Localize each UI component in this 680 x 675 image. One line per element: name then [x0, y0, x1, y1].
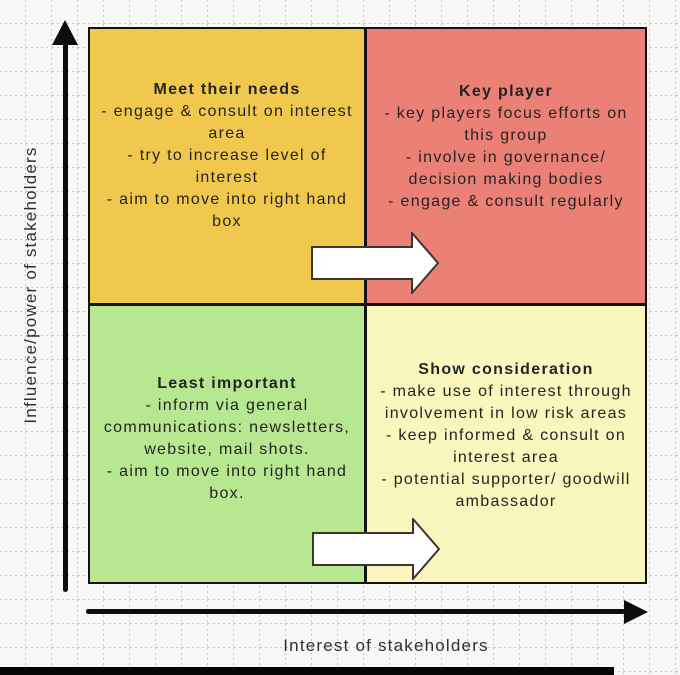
quadrant-meet-their-needs: Meet their needs - engage & consult on i… [90, 29, 364, 303]
quadrant-title: Key player [459, 83, 553, 100]
bullet-line: - engage & consult on interest area [101, 103, 353, 142]
bullet-line: - inform via general communications: new… [103, 397, 351, 458]
y-axis-line [63, 38, 68, 592]
quadrant-matrix: Meet their needs - engage & consult on i… [88, 27, 647, 584]
bullet-line: - key players focus efforts on this grou… [384, 105, 628, 144]
bullet-line: - make use of interest through involveme… [380, 383, 632, 422]
bullet-line: - try to increase level of interest [127, 147, 327, 186]
x-axis-arrowhead-icon [624, 600, 648, 624]
move-right-arrow-bottom-icon [312, 518, 440, 580]
quadrant-title: Meet their needs [153, 81, 301, 98]
bullet-line: - potential supporter/ goodwill ambassad… [381, 471, 631, 510]
x-axis-label: Interest of stakeholders [283, 636, 489, 655]
bullet-line: - engage & consult regularly [388, 193, 624, 210]
quadrant-title: Least important [157, 375, 297, 392]
x-axis-line [86, 609, 626, 614]
y-axis-arrowhead-icon [52, 20, 78, 45]
y-axis-label: Influence/power of stakeholders [21, 146, 40, 424]
quadrant-bullets: - key players focus efforts on this grou… [375, 103, 637, 213]
quadrant-key-player: Key player - key players focus efforts o… [367, 29, 645, 303]
bullet-line: - involve in governance/ decision making… [405, 149, 607, 188]
quadrant-bullets: - engage & consult on interest area - try… [98, 101, 356, 233]
bullet-line: - aim to move into right hand box [106, 191, 348, 230]
bullet-line: - aim to move into right hand box. [106, 463, 348, 502]
quadrant-bullets: - inform via general communications: new… [95, 395, 359, 505]
bullet-line: - keep informed & consult on interest ar… [385, 427, 627, 466]
bottom-black-bar [0, 667, 614, 675]
quadrant-title: Show consideration [418, 361, 594, 378]
move-right-arrow-top-icon [311, 232, 439, 294]
quadrant-bullets: - make use of interest through involveme… [374, 381, 638, 513]
